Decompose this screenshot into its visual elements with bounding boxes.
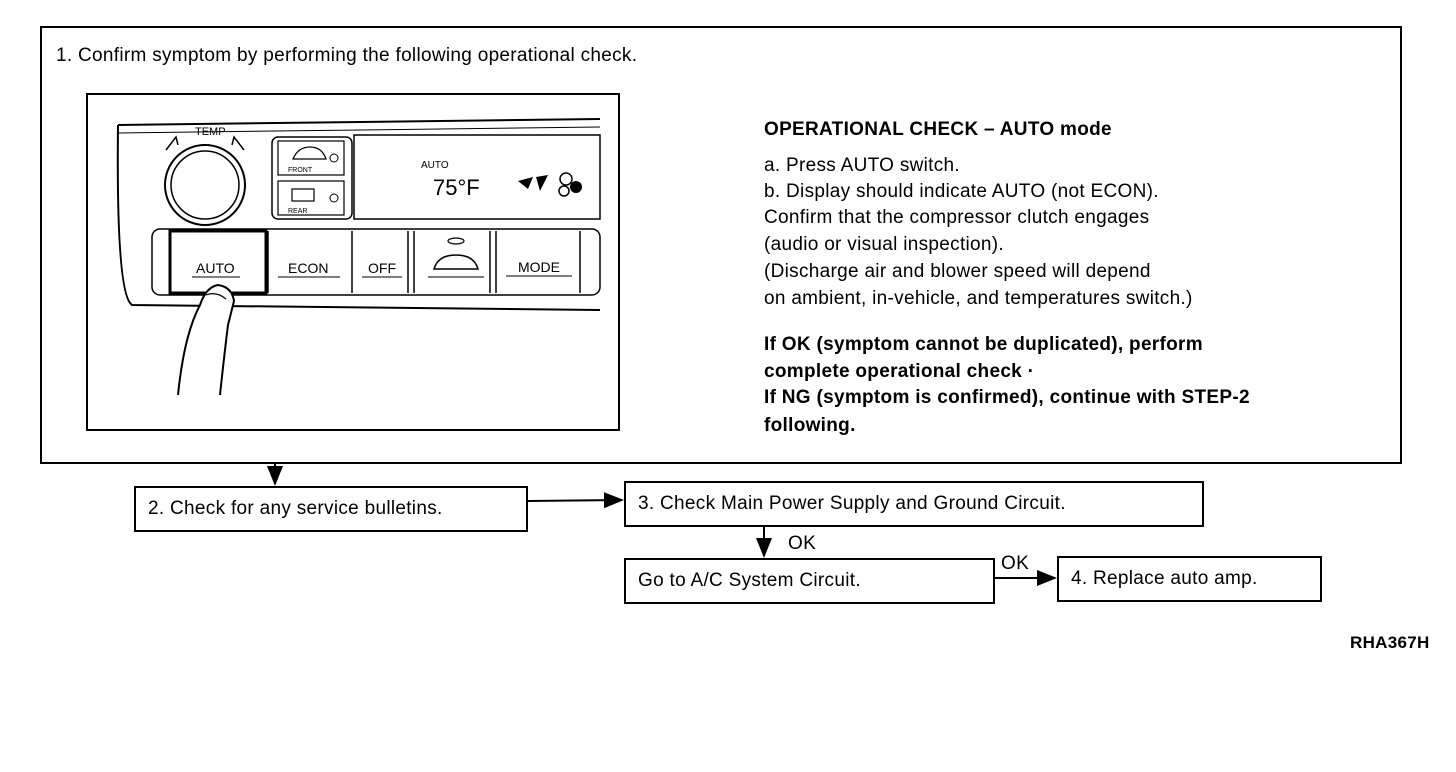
result-line-4: following. xyxy=(764,415,856,436)
figure-code: RHA367H xyxy=(1350,633,1430,652)
arrow-step2-to-step3 xyxy=(527,492,624,509)
finger-pressing-icon xyxy=(177,283,236,396)
goto-ac-circuit-label: Go to A/C System Circuit. xyxy=(638,570,861,591)
step1-heading: 1. Confirm symptom by performing the fol… xyxy=(56,45,638,66)
display-temp: 75°F xyxy=(433,175,480,200)
button-econ-label: ECON xyxy=(288,260,328,276)
ok-label-step3: OK xyxy=(788,533,817,554)
display-mode: AUTO xyxy=(421,160,449,171)
check-line-2: b. Display should indicate AUTO (not ECO… xyxy=(764,181,1159,202)
climate-panel-drawing: TEMP FRONT REAR AUTO 75°F AUTO ECON OFF xyxy=(116,118,601,396)
result-line-3: If NG (symptom is confirmed), continue w… xyxy=(764,387,1250,408)
button-auto-label: AUTO xyxy=(196,260,235,276)
rear-defrost-icon xyxy=(291,188,315,202)
front-label: FRONT xyxy=(288,167,313,174)
operational-check-title: OPERATIONAL CHECK – AUTO mode xyxy=(764,119,1112,140)
check-line-4: (audio or visual inspection). xyxy=(764,234,1004,255)
step4-label: 4. Replace auto amp. xyxy=(1071,568,1258,589)
ok-label-goto: OK xyxy=(1001,553,1030,574)
rear-label: REAR xyxy=(288,208,307,215)
recirculation-icon xyxy=(433,254,479,270)
display-window xyxy=(353,134,601,220)
button-off-label: OFF xyxy=(368,260,396,276)
result-line-2: complete operational check · xyxy=(764,361,1035,382)
step4-box xyxy=(1057,556,1322,602)
check-line-1: a. Press AUTO switch. xyxy=(764,155,961,176)
front-defrost-button xyxy=(277,140,345,176)
fan-icon xyxy=(559,172,573,186)
temp-knob-icon xyxy=(164,144,246,226)
step2-box xyxy=(134,486,528,532)
rear-defrost-button xyxy=(277,180,345,216)
front-defrost-icon xyxy=(292,146,327,160)
check-line-3: Confirm that the compressor clutch engag… xyxy=(764,207,1150,228)
step3-label: 3. Check Main Power Supply and Ground Ci… xyxy=(638,493,1066,514)
temp-label: TEMP xyxy=(195,126,226,138)
result-line-1: If OK (symptom cannot be duplicated), pe… xyxy=(764,334,1203,355)
step3-box xyxy=(624,481,1204,527)
button-mode-label: MODE xyxy=(518,259,560,275)
goto-ac-circuit-box xyxy=(624,558,995,604)
check-line-6: on ambient, in-vehicle, and temperatures… xyxy=(764,288,1193,309)
check-line-5: (Discharge air and blower speed will dep… xyxy=(764,261,1151,282)
vent-mode-icon xyxy=(518,175,548,191)
step2-label: 2. Check for any service bulletins. xyxy=(148,498,443,519)
control-panel-illustration: TEMP FRONT REAR AUTO 75°F AUTO ECON OFF xyxy=(86,93,620,431)
